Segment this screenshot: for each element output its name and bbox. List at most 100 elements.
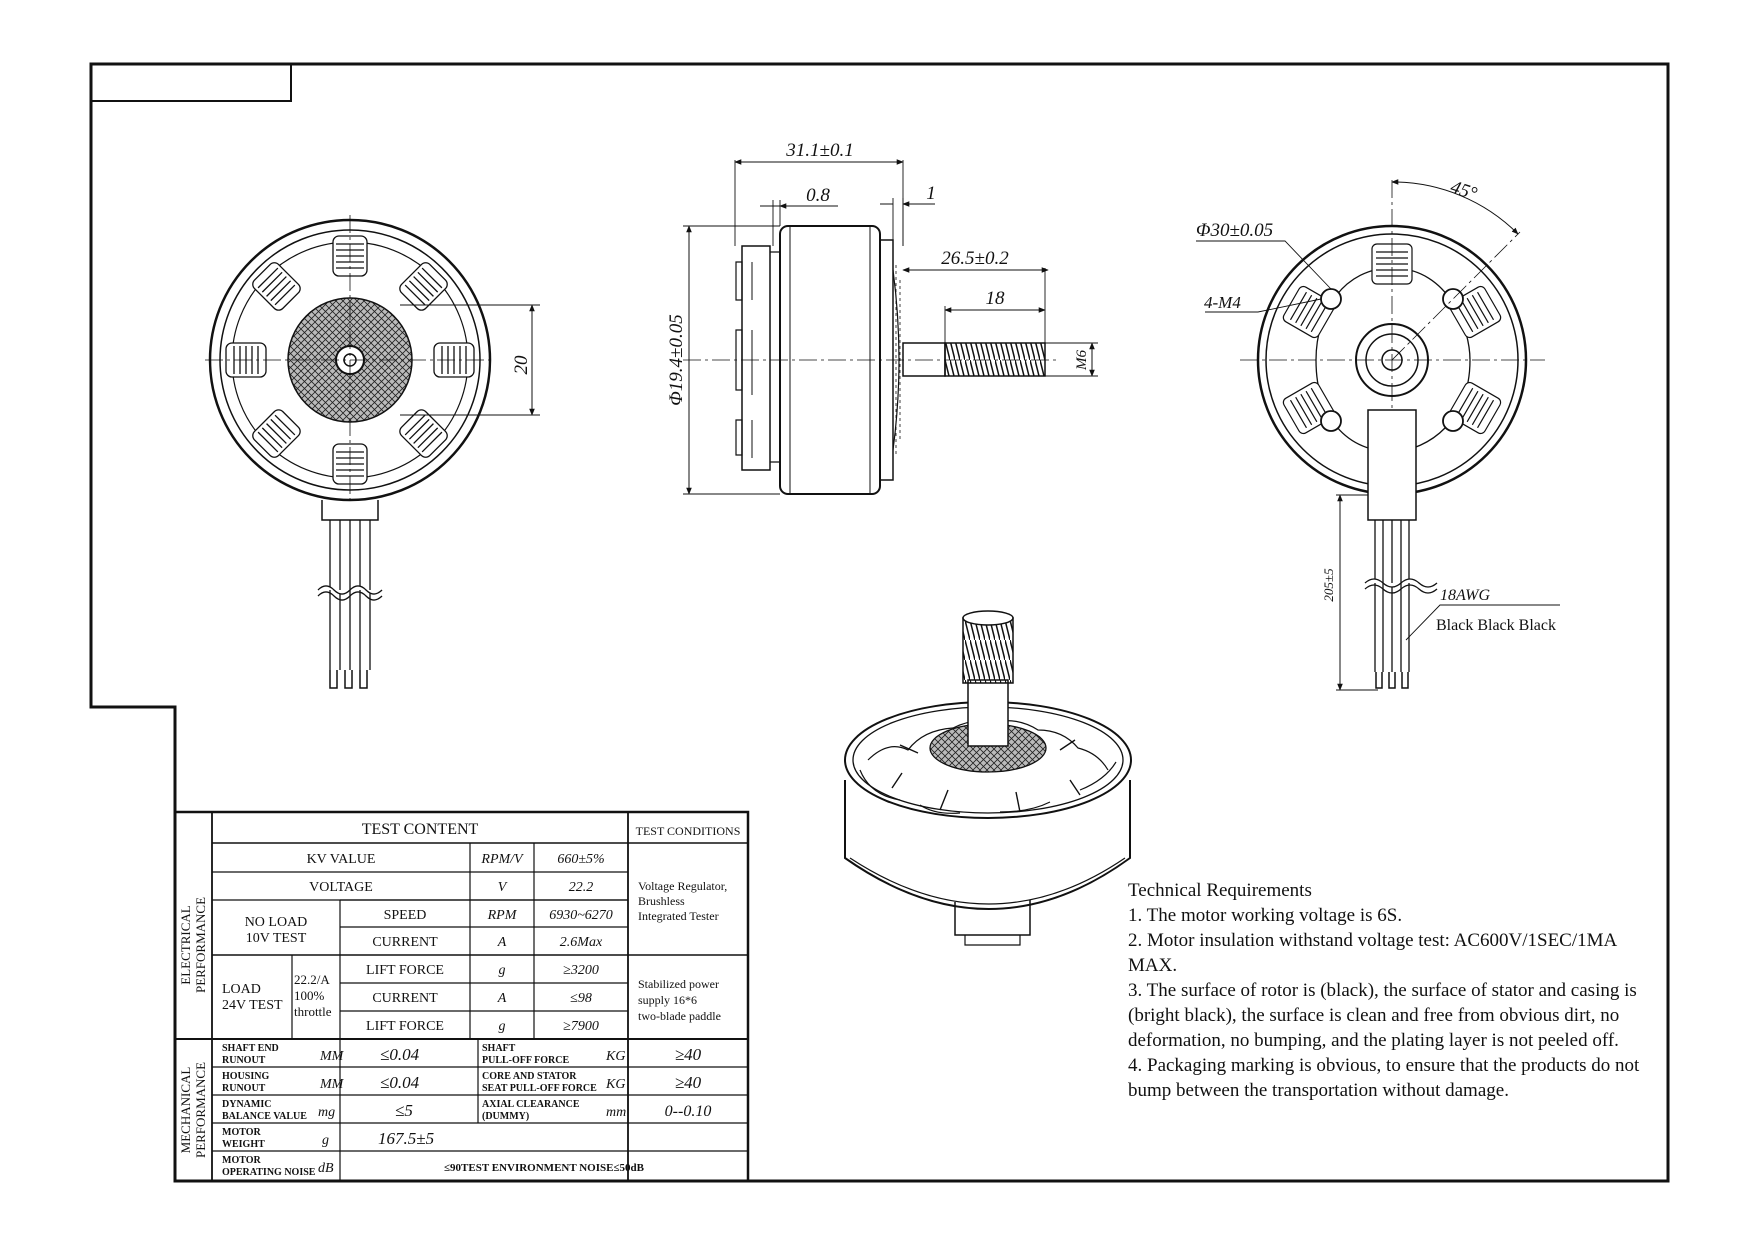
m3-unit: mg bbox=[318, 1105, 335, 1120]
m1r-label-1: SHAFT bbox=[482, 1043, 516, 1054]
m2r-label-1: CORE AND STATOR bbox=[482, 1071, 577, 1082]
dim-shaft-length: 26.5±0.2 bbox=[941, 248, 1009, 269]
lift1-label: LIFT FORCE bbox=[366, 963, 444, 978]
cond-1-line-2: Brushless bbox=[638, 894, 685, 908]
noload-label-1: NO LOAD bbox=[245, 915, 308, 930]
group-mechanical-2: PERFORMANCE bbox=[193, 1062, 208, 1158]
speed-label: SPEED bbox=[384, 908, 427, 923]
requirements-title: Technical Requirements bbox=[1128, 880, 1312, 901]
m3r-unit: mm bbox=[606, 1105, 626, 1120]
m3r-value: 0--0.10 bbox=[665, 1103, 712, 1120]
group-electrical-1: ELECTRICAL bbox=[178, 905, 193, 984]
m2-label-2: RUNOUT bbox=[222, 1083, 266, 1094]
thread-spec: M6 bbox=[1074, 350, 1090, 371]
m1r-value: ≥40 bbox=[675, 1045, 702, 1064]
front-coils bbox=[225, 235, 475, 485]
dim-20: 20 bbox=[511, 355, 532, 375]
front-view bbox=[205, 215, 540, 689]
holes-spec: 4-M4 bbox=[1204, 293, 1241, 312]
m1-label-2: RUNOUT bbox=[222, 1055, 266, 1066]
m2-value: ≤0.04 bbox=[380, 1073, 420, 1092]
cond-2-line-1: Stabilized power bbox=[638, 977, 719, 991]
m3r-label-1: AXIAL CLEARANCE bbox=[482, 1099, 580, 1110]
dim-bolt-circle: Φ30±0.05 bbox=[1196, 220, 1273, 241]
dim-overall-length: 31.1±0.1 bbox=[785, 140, 853, 161]
lead-length: 205±5 bbox=[1321, 568, 1336, 602]
m5-value: ≤90TEST ENVIRONMENT NOISE≤50dB bbox=[444, 1162, 645, 1174]
m1-label-1: SHAFT END bbox=[222, 1043, 279, 1054]
lift2-unit: g bbox=[499, 1019, 506, 1034]
lift2-label: LIFT FORCE bbox=[366, 1019, 444, 1034]
m3-label-1: DYNAMIC bbox=[222, 1099, 271, 1110]
m4-value: 167.5±5 bbox=[378, 1129, 434, 1148]
m5-label-2: OPERATING NOISE bbox=[222, 1167, 316, 1178]
current-unit: A bbox=[497, 935, 507, 950]
requirement-item-3: 3. The surface of rotor is (black), the … bbox=[1128, 980, 1637, 1051]
m3-label-2: BALANCE VALUE bbox=[222, 1111, 307, 1122]
header-test-conditions: TEST CONDITIONS bbox=[636, 824, 741, 838]
dim-angle: 45° bbox=[1448, 177, 1480, 205]
dim-thread-length: 18 bbox=[986, 288, 1006, 309]
kv-label: KV VALUE bbox=[307, 852, 376, 867]
dim-0-8: 0.8 bbox=[806, 185, 830, 206]
m1r-unit: KG bbox=[605, 1049, 625, 1064]
dim-1: 1 bbox=[926, 183, 936, 204]
header-test-content: TEST CONTENT bbox=[362, 821, 479, 838]
cond-1-line-1: Voltage Regulator, bbox=[638, 879, 727, 893]
voltage-value: 22.2 bbox=[569, 880, 594, 895]
m1-value: ≤0.04 bbox=[380, 1045, 420, 1064]
test-table-text: TEST CONTENT TEST CONDITIONS ELECTRICAL … bbox=[178, 821, 740, 1158]
lift1-value: ≥3200 bbox=[563, 963, 599, 978]
m2r-label-2: SEAT PULL-OFF FORCE bbox=[482, 1083, 597, 1094]
m2r-value: ≥40 bbox=[675, 1073, 702, 1092]
voltage-unit: V bbox=[498, 880, 508, 895]
m2-label-1: HOUSING bbox=[222, 1071, 269, 1082]
dim-diameter: Φ19.4±0.05 bbox=[666, 314, 687, 405]
load-label-2: 24V TEST bbox=[222, 998, 283, 1013]
back-view bbox=[1196, 179, 1560, 691]
current-label: CURRENT bbox=[372, 935, 438, 950]
current2-value: ≤98 bbox=[570, 991, 592, 1006]
voltage-label: VOLTAGE bbox=[309, 880, 373, 895]
m1-unit: MM bbox=[319, 1049, 345, 1064]
requirement-item-4: 4. Packaging marking is obvious, to ensu… bbox=[1128, 1055, 1640, 1101]
speed-unit: RPM bbox=[487, 908, 518, 923]
kv-unit: RPM/V bbox=[480, 852, 524, 867]
wire-colors: Black Black Black bbox=[1436, 617, 1556, 634]
speed-value: 6930~6270 bbox=[549, 908, 613, 923]
cond-2-line-3: two-blade paddle bbox=[638, 1009, 721, 1023]
group-mechanical-1: MECHANICAL bbox=[178, 1067, 193, 1154]
mechanical-rows: SHAFT END RUNOUT MM ≤0.04 SHAFT PULL-OFF… bbox=[222, 1043, 711, 1178]
noload-label-2: 10V TEST bbox=[246, 931, 307, 946]
isometric-view bbox=[844, 610, 1132, 946]
m3r-label-2: (DUMMY) bbox=[482, 1111, 529, 1122]
m1r-label-2: PULL-OFF FORCE bbox=[482, 1055, 569, 1066]
load-sub-3: throttle bbox=[294, 1004, 332, 1019]
m3-value: ≤5 bbox=[395, 1101, 413, 1120]
m4-label-1: MOTOR bbox=[222, 1127, 261, 1138]
m4-label-2: WEIGHT bbox=[222, 1139, 265, 1150]
test-table bbox=[173, 810, 750, 1183]
lift1-unit: g bbox=[499, 963, 506, 978]
kv-value: 660±5% bbox=[557, 852, 604, 867]
m5-unit: dB bbox=[318, 1161, 334, 1176]
lift2-value: ≥7900 bbox=[563, 1019, 599, 1034]
load-sub-2: 100% bbox=[294, 988, 325, 1003]
current2-label: CURRENT bbox=[372, 991, 438, 1006]
side-view bbox=[683, 159, 1098, 495]
load-label-1: LOAD bbox=[222, 982, 261, 997]
requirement-item-1: 1. The motor working voltage is 6S. bbox=[1128, 905, 1403, 926]
wire-gauge: 18AWG bbox=[1440, 587, 1491, 604]
m2-unit: MM bbox=[319, 1077, 345, 1092]
cond-1-line-3: Integrated Tester bbox=[638, 909, 719, 923]
title-stub-box bbox=[90, 63, 292, 102]
current2-unit: A bbox=[497, 991, 507, 1006]
m5-label-1: MOTOR bbox=[222, 1155, 261, 1166]
current-value: 2.6Max bbox=[560, 935, 603, 950]
cond-2-line-2: supply 16*6 bbox=[638, 993, 697, 1007]
load-sub-1: 22.2/A bbox=[294, 972, 330, 987]
requirement-item-2: 2. Motor insulation withstand voltage te… bbox=[1128, 930, 1617, 976]
group-electrical-2: PERFORMANCE bbox=[193, 897, 208, 993]
m4-unit: g bbox=[322, 1133, 329, 1148]
